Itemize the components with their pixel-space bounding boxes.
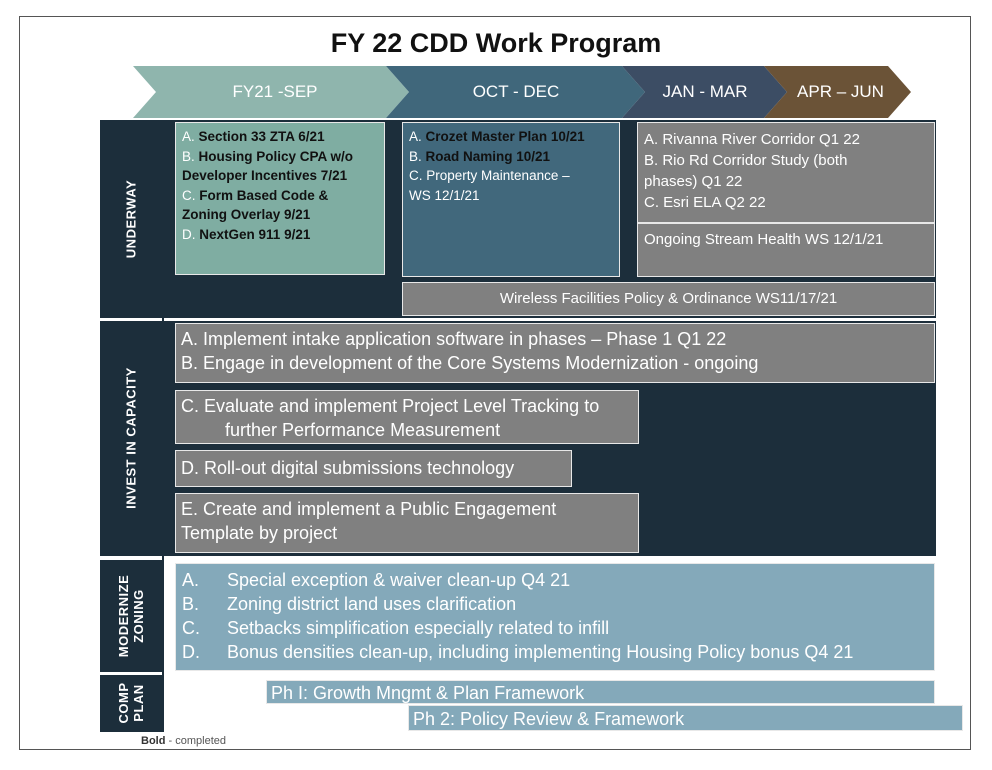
row-label-comp-line1: COMP [116, 682, 131, 724]
invest-c-box: C. Evaluate and implement Project Level … [175, 390, 639, 444]
phase-label-fy21: FY21 -SEP [232, 82, 318, 101]
phase-arrow-oct-dec [386, 66, 645, 118]
underway-fy21-item: A. Section 33 ZTA 6/21 [182, 129, 325, 144]
comp-plan-ph2-bar: Ph 2: Policy Review & Framework [408, 705, 963, 731]
row-label-comp-line2: PLAN [131, 684, 146, 722]
underway-jan-item: phases) Q1 22 [644, 173, 743, 190]
invest-d-box: D. Roll-out digital submissions technolo… [175, 450, 572, 487]
row-label-comp-plan: COMP PLAN [116, 683, 146, 724]
page-title: FY 22 CDD Work Program [330, 28, 662, 58]
stream-health-box: Ongoing Stream Health WS 12/1/21 [637, 223, 935, 277]
modernize-item: A.Special exception & waiver clean-up Q4… [182, 570, 571, 590]
underway-jan-item: B. Rio Rd Corridor Study (both [644, 152, 848, 169]
comp-plan-ph2-text: Ph 2: Policy Review & Framework [413, 709, 685, 729]
phase-label-oct-dec: OCT - DEC [472, 82, 560, 101]
comp-plan-ph1-bar: Ph I: Growth Mngmt & Plan Framework [266, 680, 935, 704]
underway-fy21-item: B. Housing Policy CPA w/o [182, 148, 354, 164]
legend-bold: Bold [141, 735, 166, 747]
row-label-modernize: MODERNIZE ZONING [116, 575, 146, 658]
phase-header [133, 66, 911, 118]
stream-health-text: Ongoing Stream Health WS 12/1/21 [644, 231, 884, 248]
wireless-box: Wireless Facilities Policy & Ordinance W… [402, 282, 935, 316]
legend-completed: - completed [165, 735, 226, 747]
underway-oct-dec-box: A. Crozet Master Plan 10/21 B. Road Nami… [402, 122, 620, 277]
underway-fy21-item: Developer Incentives 7/21 [182, 168, 348, 183]
phase-label-apr-jun: APR – JUN [797, 82, 884, 101]
phase-arrow-fy21 [133, 66, 409, 118]
invest-item-e-line2: Template by project [181, 523, 338, 543]
row-label-modernize-line1: MODERNIZE [116, 574, 131, 658]
invest-item-b: B. Engage in development of the Core Sys… [181, 353, 759, 373]
underway-jan-item: C. Esri ELA Q2 22 [644, 194, 766, 211]
row-label-invest: INVEST IN CAPACITY [123, 367, 139, 509]
wireless-text: Wireless Facilities Policy & Ordinance W… [499, 290, 838, 307]
invest-item-c-line2: further Performance Measurement [225, 420, 501, 440]
comp-plan-ph1-text: Ph I: Growth Mngmt & Plan Framework [271, 683, 585, 703]
invest-item-c-line1: C. Evaluate and implement Project Level … [181, 396, 600, 416]
phase-arrow-apr-jun [764, 66, 911, 118]
underway-jan-mar-box: A. Rivanna River Corridor Q1 22 B. Rio R… [637, 122, 935, 223]
invest-e-box: E. Create and implement a Public Engagem… [175, 493, 639, 553]
underway-jan-item: A. Rivanna River Corridor Q1 22 [644, 131, 860, 148]
invest-ab-box: A. Implement intake application software… [175, 323, 935, 383]
modernize-box: A.Special exception & waiver clean-up Q4… [175, 563, 935, 671]
modernize-item: B.Zoning district land uses clarificatio… [182, 594, 517, 614]
row-label-modernize-line2: ZONING [131, 589, 146, 643]
modernize-item: D.Bonus densities clean-up, including im… [182, 642, 854, 662]
underway-oct-item: B. Road Naming 10/21 [409, 148, 551, 164]
comp-plan-label-cell [100, 675, 162, 732]
invest-item-d: D. Roll-out digital submissions technolo… [181, 458, 515, 478]
underway-oct-item: WS 12/1/21 [409, 187, 480, 203]
modernize-item: C.Setbacks simplification especially rel… [182, 618, 610, 638]
legend-note: Bold - completed [141, 735, 226, 747]
underway-fy21-item: Zoning Overlay 9/21 [182, 207, 311, 222]
modernize-label-cell [100, 560, 162, 672]
phase-label-jan-mar: JAN - MAR [662, 82, 748, 101]
underway-fy21-item: C. Form Based Code & [182, 187, 329, 203]
underway-oct-item: A. Crozet Master Plan 10/21 [409, 129, 585, 144]
underway-oct-item: C. Property Maintenance – [409, 168, 570, 183]
invest-item-e-line1: E. Create and implement a Public Engagem… [181, 499, 557, 519]
underway-fy21-item: D. NextGen 911 9/21 [182, 226, 311, 242]
phase-arrow-jan-mar [622, 66, 787, 118]
row-label-underway: UNDERWAY [123, 179, 139, 259]
outer-frame [19, 16, 971, 750]
label-divider [162, 120, 164, 732]
invest-item-a: A. Implement intake application software… [181, 329, 727, 349]
underway-fy21-box: A. Section 33 ZTA 6/21 B. Housing Policy… [175, 122, 385, 275]
